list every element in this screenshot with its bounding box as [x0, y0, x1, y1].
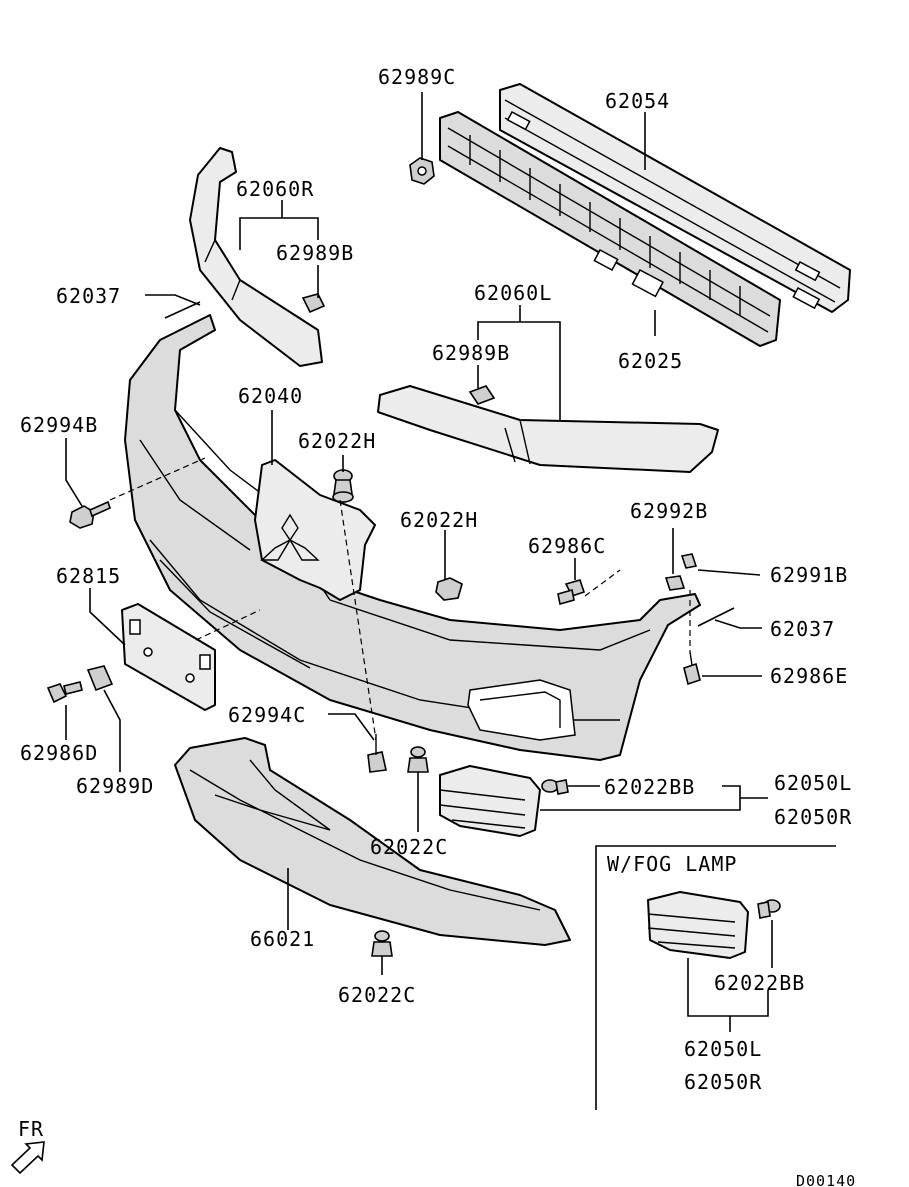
label-62989D: 62989D	[76, 774, 154, 798]
label-62994C: 62994C	[228, 703, 306, 727]
nut-62989D	[86, 665, 114, 692]
label-62037-right: 62037	[770, 617, 835, 641]
label-66021: 66021	[250, 927, 315, 951]
label-62022H-b: 62022H	[400, 508, 478, 532]
label-62054: 62054	[605, 89, 670, 113]
bolt-62994B	[69, 500, 111, 529]
label-62815: 62815	[56, 564, 121, 588]
upper-garnish-left	[377, 385, 719, 473]
label-inset-62050R: 62050R	[684, 1070, 762, 1094]
fasteners	[46, 469, 701, 957]
label-62022C-mid: 62022C	[370, 835, 448, 859]
nut-62992B	[664, 575, 686, 591]
nut-62989C	[409, 157, 435, 185]
clip-strip-62037-right	[697, 607, 735, 627]
alignment-lines	[109, 457, 691, 741]
label-62989B-mid: 62989B	[432, 341, 510, 365]
clip-62022BB	[541, 779, 569, 795]
label-62060L: 62060L	[474, 281, 552, 305]
label-62037-left: 62037	[56, 284, 121, 308]
upper-garnish-right	[189, 147, 323, 367]
direction-label: FR	[18, 1117, 44, 1141]
clip-62022H-a	[332, 469, 354, 503]
label-62022C-bottom: 62022C	[338, 983, 416, 1007]
bumper-energy-absorber	[439, 111, 781, 347]
label-62022BB: 62022BB	[604, 775, 695, 799]
clip-62022C-bottom	[371, 930, 393, 957]
label-inset-62022BB: 62022BB	[714, 971, 805, 995]
front-grille	[254, 459, 376, 601]
screw-62986E	[683, 651, 701, 686]
clip-62022C-mid	[407, 746, 429, 773]
label-62991B: 62991B	[770, 563, 848, 587]
label-62040: 62040	[238, 384, 303, 408]
bumper-cover	[124, 314, 701, 761]
label-62989B-top: 62989B	[276, 241, 354, 265]
label-62989C: 62989C	[378, 65, 456, 89]
drawing-code: D00140	[796, 1172, 856, 1187]
engine-under-cover	[174, 737, 571, 946]
fog-lamp-inset	[595, 845, 836, 1110]
inset-fog-lamp-cover	[647, 891, 749, 959]
label-62994B: 62994B	[20, 413, 98, 437]
part-labels: 62989C 62054 62060R 62989B 62037 62060L …	[18, 65, 856, 1187]
license-plate-bracket	[121, 603, 216, 711]
label-62986C: 62986C	[528, 534, 606, 558]
clip-strip-62037-left	[164, 301, 201, 319]
fog-lamp-cover	[439, 765, 541, 837]
label-62025: 62025	[618, 349, 683, 373]
bumper-reinforcement-bar	[499, 83, 851, 313]
label-62050R: 62050R	[774, 805, 852, 829]
clip-62022H-b	[435, 577, 463, 601]
front-direction-arrow	[10, 1141, 45, 1175]
label-62986E: 62986E	[770, 664, 848, 688]
label-62050L: 62050L	[774, 771, 852, 795]
label-62992B: 62992B	[630, 499, 708, 523]
clip-62989B-top	[301, 293, 326, 314]
clip-62989B-mid	[468, 385, 496, 405]
screw-62986D	[46, 681, 83, 704]
label-62060R: 62060R	[236, 177, 314, 201]
label-62022H-a: 62022H	[298, 429, 376, 453]
inset-title: W/FOG LAMP	[607, 852, 737, 876]
bolt-62991B	[680, 553, 698, 569]
bolt-62994C	[367, 734, 387, 773]
label-inset-62050L: 62050L	[684, 1037, 762, 1061]
leader-lines	[65, 92, 768, 975]
inset-clip-62022BB	[757, 899, 781, 919]
screw-62986C	[557, 579, 586, 606]
label-62986D: 62986D	[20, 741, 98, 765]
